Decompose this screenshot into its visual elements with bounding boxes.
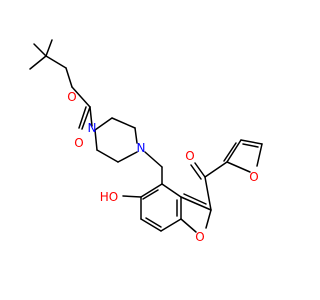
bond — [204, 161, 228, 178]
bond — [94, 129, 98, 151]
bond — [256, 143, 263, 167]
bond — [223, 142, 237, 162]
background — [0, 0, 300, 300]
bond — [65, 67, 73, 88]
bond — [81, 106, 91, 130]
bond — [226, 139, 242, 163]
bond — [142, 189, 159, 200]
bond — [180, 218, 197, 233]
bond — [71, 86, 91, 108]
bond — [140, 183, 163, 198]
bond — [89, 106, 93, 127]
bond — [204, 176, 212, 211]
boc-nitrogen-label: N — [88, 121, 97, 135]
ester-oxygen-label: O — [67, 90, 76, 104]
bond — [194, 162, 206, 178]
atom-labels: O O N N O O HO O — [67, 90, 258, 244]
bond — [78, 106, 87, 129]
benzofuran-oxygen-label: O — [195, 230, 204, 244]
bond — [205, 209, 212, 229]
bond — [145, 217, 162, 228]
bond — [33, 43, 47, 57]
bond — [190, 164, 202, 180]
carbonyl-oxygen-label: O — [74, 136, 83, 150]
bond — [45, 55, 67, 69]
bond — [144, 151, 163, 168]
bond — [117, 151, 138, 163]
bond — [161, 183, 182, 198]
ketone-oxygen-label: O — [185, 149, 194, 163]
bond — [111, 117, 136, 129]
bond — [180, 196, 212, 211]
bond — [122, 195, 142, 198]
molecule-structure: O O N N O O HO O — [0, 0, 300, 300]
bond — [140, 218, 162, 232]
bond — [96, 149, 119, 163]
bond — [183, 193, 207, 205]
bond — [94, 117, 113, 131]
bond — [45, 39, 53, 57]
furan-oxygen-label: O — [249, 170, 258, 184]
bond — [160, 218, 182, 232]
bond — [240, 139, 263, 145]
bond — [242, 143, 259, 148]
bonds — [29, 39, 263, 233]
benzyl-nitrogen-label: N — [137, 141, 146, 155]
hydroxyl-label: HO — [100, 190, 118, 204]
bond — [29, 55, 47, 70]
bond — [134, 127, 138, 144]
bond — [226, 161, 251, 173]
